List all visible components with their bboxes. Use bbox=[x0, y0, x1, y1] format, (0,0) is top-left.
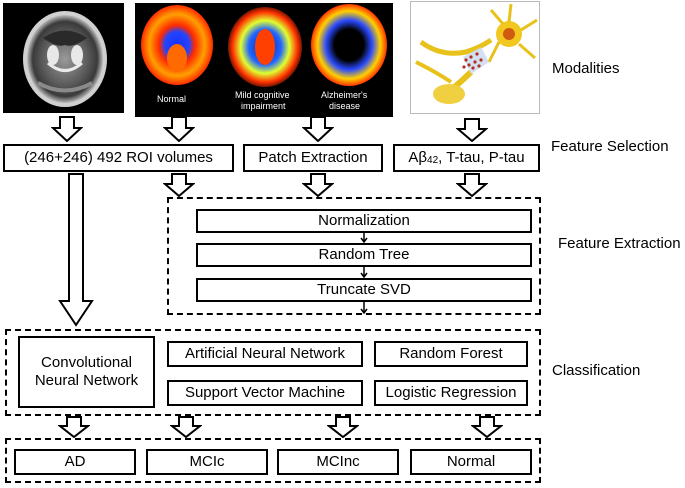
arrow-neuron-to-csf bbox=[456, 118, 488, 142]
pet-label-mci-line1: Mild cognitive bbox=[235, 90, 290, 100]
outputs-group bbox=[5, 438, 541, 483]
pet-label-normal: Normal bbox=[157, 94, 186, 104]
label-modalities: Modalities bbox=[552, 60, 620, 77]
label-feature-extraction: Feature Extraction bbox=[558, 235, 681, 252]
arrow-norm-to-tree bbox=[360, 233, 368, 243]
output-mcinc: MCInc bbox=[277, 449, 399, 475]
arrow-roi-to-cnn bbox=[58, 173, 94, 327]
arrow-pet-to-roi bbox=[163, 116, 195, 142]
classification-group bbox=[5, 329, 541, 416]
random-forest-box: Random Forest bbox=[374, 341, 528, 367]
pet-label-ad-line2: disease bbox=[329, 101, 360, 111]
output-normal: Normal bbox=[410, 449, 532, 475]
arrow-svd-out bbox=[360, 302, 368, 314]
neuron-illustration bbox=[410, 1, 540, 114]
pet-scan-panel: Normal Mild cognitive impairment Alzheim… bbox=[135, 3, 393, 117]
output-ad: AD bbox=[14, 449, 136, 475]
arrow-to-normal bbox=[471, 416, 503, 438]
random-tree-box: Random Tree bbox=[196, 243, 532, 267]
logistic-regression-box: Logistic Regression bbox=[374, 380, 528, 406]
arrow-mri-to-roi bbox=[51, 116, 83, 142]
arrow-tree-to-svd bbox=[360, 267, 368, 278]
arrow-roi-to-extraction bbox=[163, 173, 195, 197]
csf-tau: , T-tau, P-tau bbox=[438, 149, 525, 166]
arrow-to-ad bbox=[58, 416, 90, 438]
truncate-svd-box: Truncate SVD bbox=[196, 278, 532, 302]
output-mcic: MCIc bbox=[146, 449, 268, 475]
arrow-patch-to-extraction bbox=[302, 173, 334, 197]
feature-extraction-group bbox=[167, 197, 541, 315]
mri-brain-image bbox=[3, 3, 124, 113]
arrow-csf-to-extraction bbox=[456, 173, 488, 197]
csf-abeta-subscript: 42 bbox=[427, 155, 439, 166]
pet-label-ad-line1: Alzheimer's bbox=[321, 90, 368, 100]
label-classification: Classification bbox=[552, 362, 641, 379]
ann-box: Artificial Neural Network bbox=[167, 341, 363, 367]
svm-box: Support Vector Machine bbox=[167, 380, 363, 406]
arrow-to-mcic bbox=[170, 416, 202, 438]
csf-abeta: Aβ bbox=[408, 149, 428, 166]
arrow-pet-to-patch bbox=[302, 116, 334, 142]
normalization-box: Normalization bbox=[196, 209, 532, 233]
roi-volumes-box: (246+246) 492 ROI volumes bbox=[3, 144, 234, 172]
pet-label-mci-line2: impairment bbox=[241, 101, 286, 111]
cnn-label: Convolutional Neural Network bbox=[34, 354, 139, 389]
arrow-to-mcinc bbox=[327, 416, 359, 438]
label-feature-selection: Feature Selection bbox=[551, 138, 669, 155]
patch-extraction-box: Patch Extraction bbox=[243, 144, 383, 172]
cnn-box: Convolutional Neural Network bbox=[18, 336, 155, 408]
